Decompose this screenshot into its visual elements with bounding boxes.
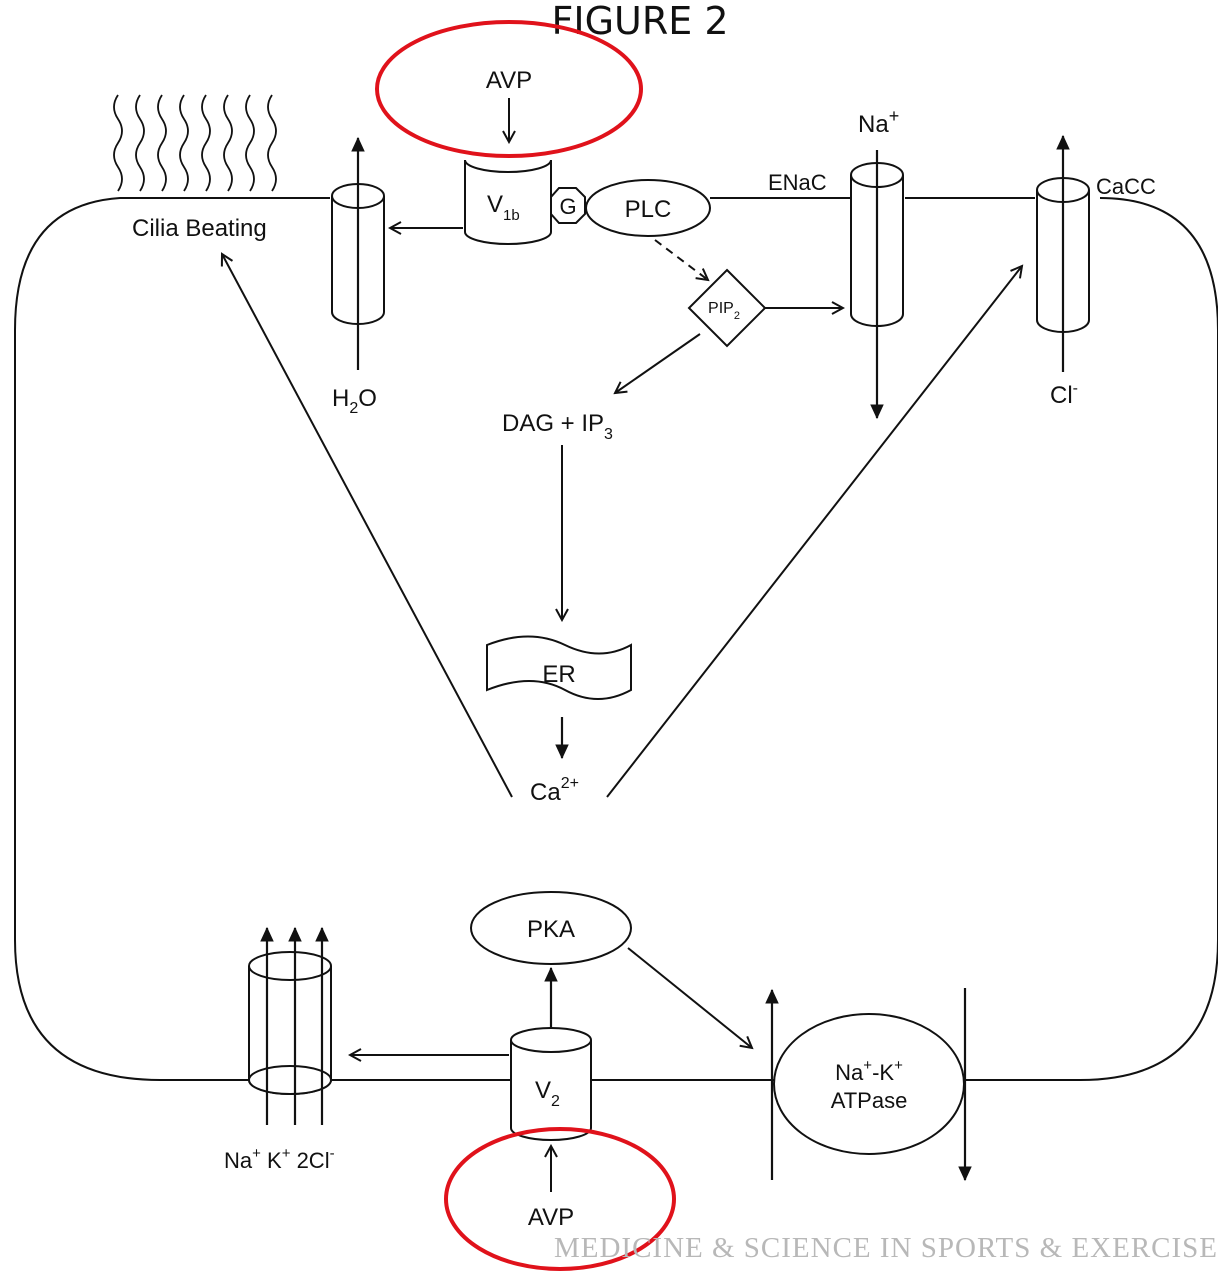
pka-label: PKA (527, 916, 575, 943)
na-top-label: Na+ (858, 106, 899, 138)
nkcc-label: Na+ K+ 2Cl- (224, 1145, 335, 1173)
ca-to-cacc-arrow (607, 266, 1022, 797)
plc-label: PLC (625, 196, 672, 223)
cacc-label: CaCC (1096, 174, 1156, 199)
cilia (114, 95, 276, 191)
figure-title: FIGURE 2 (552, 0, 729, 43)
ca-label: Ca2+ (530, 775, 579, 806)
enac-label: ENaC (768, 170, 827, 195)
g-protein-label: G (559, 194, 576, 219)
pka-to-atpase-arrow (628, 948, 752, 1048)
journal-watermark: MEDICINE & SCIENCE IN SPORTS & EXERCISE (554, 1232, 1218, 1264)
atpase-label: ATPase (831, 1088, 908, 1113)
er-label: ER (542, 661, 575, 688)
cilia-beating-label: Cilia Beating (132, 215, 267, 242)
h2o-label: H2O (332, 385, 377, 417)
nkcc-cotransporter (249, 952, 331, 1094)
plc-to-pip2-arrow (655, 240, 708, 280)
cl-label: Cl- (1050, 380, 1078, 409)
dag-ip3-label: DAG + IP3 (502, 410, 613, 443)
na-k-atpase (774, 1014, 964, 1154)
avp-bottom-label: AVP (528, 1204, 574, 1231)
pip2-to-dag-arrow (615, 334, 700, 393)
ca-to-cilia-arrow (222, 254, 512, 797)
avp-top-label: AVP (486, 67, 532, 94)
v1b-receptor (465, 160, 551, 244)
